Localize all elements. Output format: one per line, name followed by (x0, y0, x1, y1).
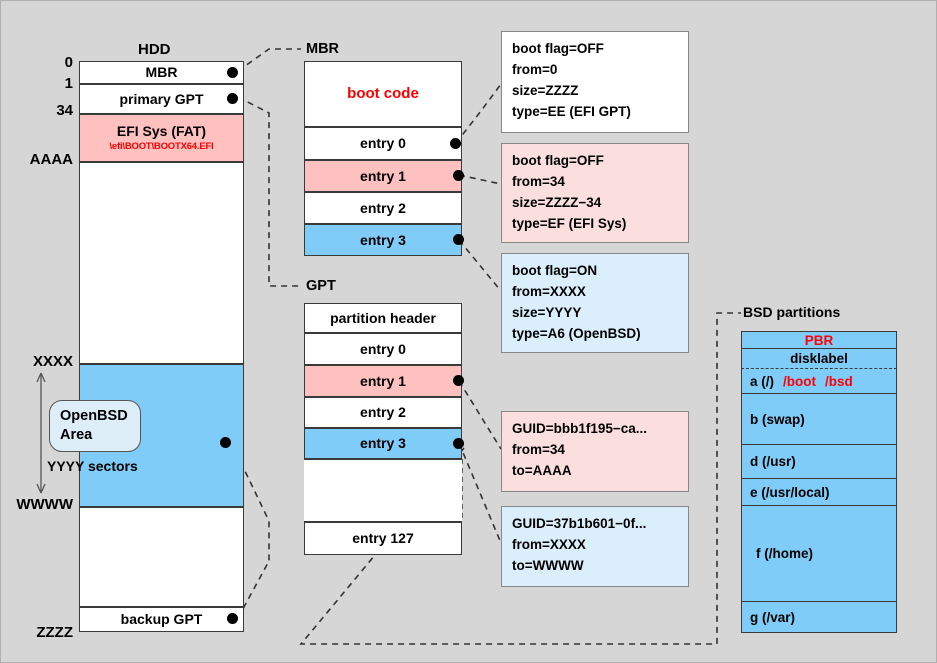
hdd-row-efi-sys[interactable]: EFI Sys (FAT) \efi\BOOT\BOOTX64.EFI (79, 114, 244, 162)
gpt-entry-2-label: entry 2 (360, 404, 406, 421)
gpt-title: GPT (306, 278, 336, 294)
gpt-row-entry-0[interactable]: entry 0 (304, 333, 462, 365)
gpt-row-entry-127[interactable]: entry 127 (304, 522, 462, 555)
hdd-row-efi-sys-label: EFI Sys (FAT) (116, 122, 207, 139)
hdd-row-primary-gpt[interactable]: primary GPT (79, 84, 244, 114)
bsd-disklabel-label: disklabel (790, 351, 848, 366)
callout-gpt-entry-3-line-1: GUID=37b1b601−0f... (512, 516, 647, 531)
hdd-row-backup-gpt-label: backup GPT (120, 611, 203, 628)
hdd-mark-34: 34 (56, 102, 73, 119)
callout-mbr-entry-3-line-4: type=A6 (OpenBSD) (512, 325, 641, 341)
mbr-boot-code-label: boot code (347, 85, 419, 103)
bsd-row-disklabel[interactable]: disklabel (741, 349, 897, 369)
callout-mbr-entry-1-line-3: size=ZZZZ−34 (512, 194, 602, 210)
bsd-row-b-label: b (swap) (750, 411, 805, 427)
gpt-row-entry-3[interactable]: entry 3 (304, 428, 462, 459)
bsd-row-g[interactable]: g (/var) (741, 602, 897, 633)
gpt-partition-header-label: partition header (330, 309, 436, 326)
callout-mbr-entry-1-line-4: type=EF (EFI Sys) (512, 215, 627, 231)
hdd-title: HDD (138, 41, 171, 58)
gpt-entry-0-label: entry 0 (360, 340, 406, 357)
hdd-openbsd-dot[interactable] (220, 437, 231, 448)
bsd-row-a[interactable]: a (/) /boot /bsd (741, 369, 897, 394)
hdd-row-free-upper (79, 162, 244, 364)
mbr-entry-0-dot[interactable] (450, 138, 461, 149)
gpt-entry-1-label: entry 1 (360, 372, 406, 389)
hdd-mark-aaaa: AAAA (29, 151, 73, 168)
hdd-mark-1: 1 (64, 75, 73, 92)
gpt-entry-127-label: entry 127 (352, 530, 414, 547)
gpt-entry-3-dot[interactable] (453, 438, 464, 449)
callout-mbr-entry-0-line-2: from=0 (512, 61, 558, 77)
gpt-entry-3-label: entry 3 (360, 435, 406, 452)
callout-mbr-entry-1-line-2: from=34 (512, 173, 565, 189)
mbr-entry-1-label: entry 1 (360, 167, 406, 184)
mbr-row-entry-0[interactable]: entry 0 (304, 127, 462, 160)
bubble-line-1: OpenBSD (60, 408, 128, 424)
hdd-mark-0: 0 (64, 54, 73, 71)
callout-gpt-entry-1: GUID=bbb1f195−ca... from=34 to=AAAA (501, 411, 689, 492)
callout-mbr-entry-3-line-2: from=XXXX (512, 283, 586, 299)
gpt-row-partition-header[interactable]: partition header (304, 303, 462, 333)
mbr-entry-3-dot[interactable] (453, 234, 464, 245)
hdd-row-free-lower (79, 507, 244, 607)
bsd-pbr-label: PBR (804, 332, 834, 348)
callout-mbr-entry-0: boot flag=OFF from=0 size=ZZZZ type=EE (… (501, 31, 689, 133)
callout-mbr-entry-0-line-1: boot flag=OFF (512, 41, 604, 56)
bsd-row-g-label: g (/var) (750, 609, 796, 625)
bsd-row-pbr[interactable]: PBR (741, 331, 897, 349)
mbr-entry-1-dot[interactable] (453, 170, 464, 181)
gpt-row-entry-1[interactable]: entry 1 (304, 365, 462, 397)
mbr-row-boot-code[interactable]: boot code (304, 61, 462, 127)
hdd-mbr-dot[interactable] (227, 67, 238, 78)
callout-gpt-entry-1-line-1: GUID=bbb1f195−ca... (512, 421, 648, 436)
bsd-row-f-label: f (/home) (756, 546, 813, 561)
callout-gpt-entry-1-line-3: to=AAAA (512, 462, 572, 478)
hdd-mark-wwww: WWWW (16, 496, 73, 513)
bsd-row-a-label: a (/) (750, 373, 775, 389)
hdd-row-mbr-label: MBR (145, 64, 178, 81)
gpt-row-gap (304, 459, 462, 522)
bsd-row-b[interactable]: b (swap) (741, 394, 897, 445)
bsd-row-a-bsd: /bsd (825, 373, 853, 389)
bubble-line-2: Area (60, 426, 93, 443)
callout-gpt-entry-3-line-2: from=XXXX (512, 536, 586, 552)
yyyy-sectors-label: YYYY sectors (47, 458, 138, 474)
mbr-entry-2-label: entry 2 (360, 199, 406, 216)
callout-mbr-entry-1: boot flag=OFF from=34 size=ZZZZ−34 type=… (501, 143, 689, 243)
mbr-entry-0-label: entry 0 (360, 135, 406, 152)
bsd-row-a-boot: /boot (783, 373, 817, 389)
hdd-primary-gpt-dot[interactable] (227, 93, 238, 104)
mbr-entry-3-label: entry 3 (360, 231, 406, 248)
hdd-row-primary-gpt-label: primary GPT (119, 90, 204, 107)
bsd-row-e-label: e (/usr/local) (750, 484, 830, 500)
callout-gpt-entry-3: GUID=37b1b601−0f... from=XXXX to=WWWW (501, 506, 689, 587)
mbr-row-entry-2[interactable]: entry 2 (304, 192, 462, 224)
gpt-row-entry-2[interactable]: entry 2 (304, 397, 462, 428)
hdd-row-mbr[interactable]: MBR (79, 61, 244, 84)
bsd-row-d-label: d (/usr) (750, 454, 796, 469)
hdd-mark-xxxx: XXXX (32, 353, 73, 370)
bsd-title: BSD partitions (743, 304, 841, 320)
bsd-row-d[interactable]: d (/usr) (741, 445, 897, 479)
mbr-row-entry-3[interactable]: entry 3 (304, 224, 462, 256)
callout-mbr-entry-0-line-4: type=EE (EFI GPT) (512, 103, 631, 119)
mbr-row-entry-1[interactable]: entry 1 (304, 160, 462, 192)
callout-mbr-entry-0-line-3: size=ZZZZ (512, 82, 579, 98)
callout-mbr-entry-1-line-1: boot flag=OFF (512, 153, 604, 168)
openbsd-area-bubble: OpenBSD Area (49, 400, 141, 452)
callout-mbr-entry-3: boot flag=ON from=XXXX size=YYYY type=A6… (501, 253, 689, 353)
callout-gpt-entry-3-line-3: to=WWWW (512, 557, 584, 573)
mbr-title: MBR (306, 41, 340, 57)
callout-mbr-entry-3-line-3: size=YYYY (512, 304, 582, 320)
hdd-mark-zzzz: ZZZZ (36, 624, 73, 641)
callout-mbr-entry-3-line-1: boot flag=ON (512, 263, 598, 278)
hdd-backup-gpt-dot[interactable] (227, 613, 238, 624)
bsd-row-e[interactable]: e (/usr/local) (741, 479, 897, 506)
hdd-row-backup-gpt[interactable]: backup GPT (79, 607, 244, 632)
hdd-row-efi-sys-path: \efi\BOOT\BOOTX64.EFI (109, 141, 214, 153)
callout-gpt-entry-1-line-2: from=34 (512, 441, 565, 457)
bsd-row-f[interactable]: f (/home) (741, 506, 897, 602)
gpt-entry-1-dot[interactable] (453, 375, 464, 386)
